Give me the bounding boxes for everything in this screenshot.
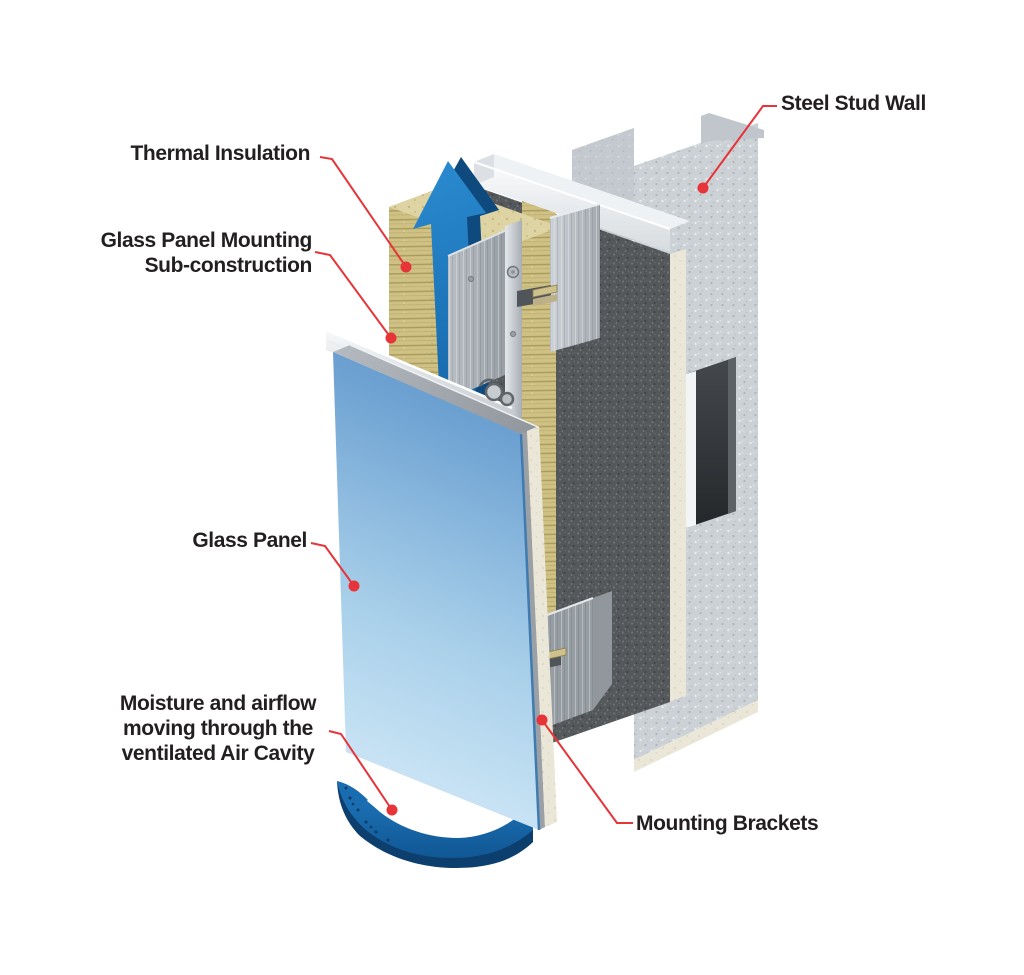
swoosh-tip bbox=[337, 781, 368, 812]
cap-top-face bbox=[474, 154, 690, 229]
leader-dot bbox=[385, 332, 397, 344]
leader-mounting-brackets bbox=[536, 714, 633, 824]
airflow-swoosh bbox=[337, 781, 533, 868]
stud-window-cutout bbox=[686, 357, 736, 528]
leader-subconstruction bbox=[314, 251, 397, 344]
cap-front-face bbox=[474, 162, 670, 252]
label-moisture-line3: ventilated Air Cavity bbox=[121, 742, 315, 765]
cap-left-end bbox=[474, 154, 494, 185]
label-thermal-insulation: Thermal Insulation bbox=[130, 142, 311, 165]
leader-dot bbox=[400, 261, 412, 273]
glass-front-face bbox=[333, 352, 539, 830]
bracket-tab-lower bbox=[533, 294, 557, 306]
label-glass-panel-mounting-line1: Glass Panel Mounting bbox=[100, 229, 313, 252]
label-moisture-airflow: Moisture and airflow moving through the … bbox=[78, 691, 358, 766]
leader-lines bbox=[310, 105, 777, 824]
leader-thermal-insulation bbox=[319, 156, 412, 273]
stud-top-flange bbox=[701, 113, 764, 144]
label-glass-panel-mounting-line2: Sub-construction bbox=[144, 254, 313, 277]
bracket-tab-upper bbox=[532, 284, 558, 298]
leader-moisture bbox=[328, 730, 398, 816]
stud-bottom-edge bbox=[634, 700, 758, 772]
glass-panel-shape bbox=[333, 344, 557, 831]
label-moisture-line2: moving through the bbox=[123, 717, 313, 740]
swoosh-dots bbox=[344, 786, 390, 842]
leader-dot bbox=[536, 714, 548, 726]
swoosh-top-surface bbox=[337, 781, 533, 858]
glass-right-edge-cream bbox=[527, 426, 557, 827]
leader-glass-panel bbox=[310, 542, 360, 592]
window-right-jamb bbox=[728, 357, 736, 514]
leader-dot bbox=[386, 804, 398, 816]
label-glass-panel-mounting: Glass Panel Mounting Sub-construction bbox=[100, 228, 313, 278]
sheathing-right-edge bbox=[670, 249, 686, 702]
leader-steel-stud-wall bbox=[697, 105, 777, 194]
leader-dot bbox=[697, 182, 709, 194]
label-mounting-brackets: Mounting Brackets bbox=[636, 812, 819, 835]
label-steel-stud-wall: Steel Stud Wall bbox=[781, 92, 926, 115]
label-glass-panel: Glass Panel bbox=[192, 529, 307, 552]
label-moisture-line1: Moisture and airflow bbox=[119, 692, 317, 715]
glass-right-edge-gray bbox=[521, 431, 545, 830]
lower-bracket-side bbox=[593, 591, 612, 710]
window-left-jamb bbox=[686, 371, 696, 528]
cap-beam bbox=[473, 154, 690, 252]
leader-dot bbox=[348, 580, 360, 592]
glass-top-bevel bbox=[333, 345, 538, 434]
rail-profile-hooks bbox=[478, 378, 515, 407]
